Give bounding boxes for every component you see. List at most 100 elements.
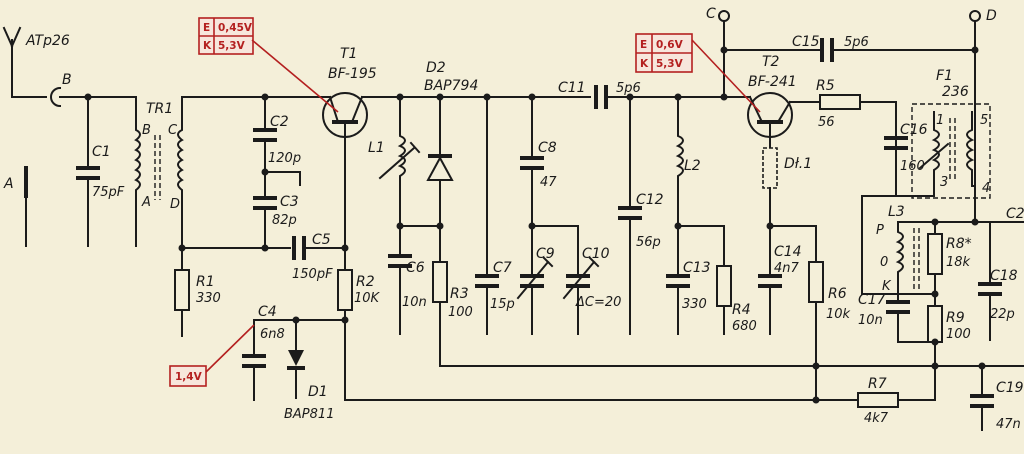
c19-value: 47n: [996, 417, 1021, 432]
c18-ref: C18: [990, 268, 1018, 284]
choke-ref: Dł.1: [784, 156, 812, 172]
capacitor-c14-r6: [758, 225, 824, 401]
r3-ref: R3: [450, 286, 469, 302]
l3-ref: L3: [888, 204, 905, 220]
transistor-t1: [322, 92, 368, 249]
r8-value: 18k: [946, 255, 971, 270]
junction-dot: [812, 362, 820, 370]
resistor-r5: [819, 94, 897, 110]
resistor-r2: [337, 247, 353, 401]
c12-value: 56p: [636, 235, 661, 250]
c5-ref: C5: [312, 232, 331, 248]
c14-value: 4n7: [774, 261, 800, 276]
choke-dl1: [762, 147, 778, 227]
junction-dot: [674, 222, 682, 230]
d2-type: BAP794: [424, 78, 478, 94]
junction-dot: [812, 396, 820, 404]
c1-ref: C1: [92, 144, 111, 160]
junction-dot: [978, 362, 986, 370]
r6-value: 10k: [826, 307, 851, 322]
d1-voltage: 1,4V: [175, 371, 203, 383]
c7-value: 15p: [490, 297, 515, 312]
c7-ref: C7: [493, 260, 512, 276]
t2-type: BF-241: [748, 74, 797, 90]
junction-dot: [931, 218, 939, 226]
c4-ref: C4: [258, 304, 277, 320]
coil-l2: [666, 96, 732, 335]
r4-ref: R4: [732, 302, 751, 318]
c10-value: ΔC=20: [575, 295, 621, 310]
r5-ref: R5: [816, 78, 835, 94]
r3-value: 100: [448, 305, 473, 320]
c13-value: 330: [682, 297, 707, 312]
capacitor-c12: [618, 96, 642, 335]
junction-dot: [931, 362, 939, 370]
capacitor-c5: [292, 236, 346, 260]
d1-type: BAP811: [284, 407, 334, 422]
t1-pin-e: E: [203, 22, 210, 34]
t2-ref: T2: [762, 54, 780, 70]
f1-pin-5: 5: [980, 113, 988, 128]
r9-value: 100: [946, 327, 971, 342]
r4-value: 680: [732, 319, 757, 334]
antenna-symbol: [2, 26, 22, 98]
t1-voltage-annotation: [198, 17, 339, 113]
c4-value: 6n8: [260, 327, 285, 342]
c6-ref: C6: [406, 260, 425, 276]
d2-ref: D2: [426, 60, 446, 76]
coil-l1: [378, 96, 441, 335]
junction-dot: [528, 222, 536, 230]
l3-tap-k: K: [882, 279, 892, 294]
r6-ref: R6: [828, 286, 847, 302]
junction-dot: [971, 46, 979, 54]
bottom-bus: [344, 365, 1024, 431]
l2-ref: L2: [684, 158, 701, 174]
transistor-t2: [747, 92, 821, 149]
c3-ref: C3: [280, 194, 299, 210]
tr1-pin-b: B: [142, 123, 151, 138]
t2-voltage-e: 0,6V: [656, 39, 684, 51]
r1-ref: R1: [196, 274, 215, 290]
l3-tap-p: P: [876, 223, 884, 238]
tr1-pin-a: A: [141, 195, 151, 210]
t2-voltage-k: 5,3V: [656, 58, 684, 70]
c14-ref: C14: [774, 244, 802, 260]
edge-label-c2: C2: [1006, 206, 1024, 222]
capacitor-c2-c3: [253, 96, 301, 249]
c2-ref: C2: [270, 114, 289, 130]
f1-pin-4: 4: [982, 181, 990, 196]
diode-d2: [426, 96, 454, 367]
capacitor-c8-c9-c10: [516, 96, 600, 335]
c6-value: 10n: [402, 295, 427, 310]
r5-value: 56: [818, 115, 835, 130]
c5-value: 150pF: [292, 267, 333, 282]
f1-ref: F1: [936, 68, 953, 84]
d1-ref: D1: [308, 384, 328, 400]
f1-pin-3: 3: [940, 175, 948, 190]
point-a-label: A: [3, 176, 14, 192]
c18-value: 22p: [990, 307, 1015, 322]
c8-value: 47: [540, 175, 557, 190]
junction-dot: [720, 46, 728, 54]
f1-type: 236: [942, 84, 969, 100]
c16-value: 160: [900, 159, 925, 174]
junction-dot: [931, 290, 939, 298]
c11-ref: C11: [558, 80, 586, 96]
tr1-ref: TR1: [146, 101, 173, 117]
point-b-label: B: [62, 72, 72, 88]
r2-ref: R2: [356, 274, 375, 290]
c13-ref: C13: [683, 260, 711, 276]
c17-value: 10n: [858, 313, 883, 328]
junction-dot: [261, 244, 269, 252]
tr1-pin-c: C: [168, 123, 178, 138]
junction-dot: [261, 168, 269, 176]
c19-ref: C19: [996, 380, 1024, 396]
c12-ref: C12: [636, 192, 664, 208]
antenna-label: ATp26: [25, 33, 70, 49]
t2-pin-e: E: [640, 39, 647, 51]
capacitor-c4-d1-branch: [242, 319, 346, 401]
junction-dot: [292, 316, 300, 324]
c10-ref: C10: [582, 246, 610, 262]
t1-ref: T1: [340, 46, 357, 62]
t1-voltage-e: 0,45V: [218, 22, 253, 34]
